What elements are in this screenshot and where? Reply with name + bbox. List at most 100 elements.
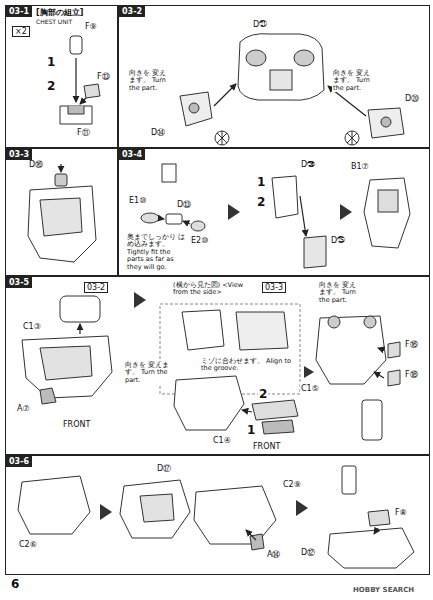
part-drawing — [294, 50, 314, 66]
part-label: D㉕ — [330, 236, 346, 245]
step-number: 03-3 — [6, 149, 32, 160]
assembly-arrow — [79, 324, 80, 334]
part-drawing — [189, 103, 199, 113]
step-title: CHEST UNIT — [36, 18, 72, 25]
instruction-note: 奥までしっかり はめ込みます。 Tightly fit the parts as… — [126, 234, 188, 271]
part-label: F⑬ — [96, 72, 111, 81]
part-label: FRONT — [252, 442, 281, 451]
part-drawing — [328, 316, 340, 328]
part-label: F⑱ — [404, 370, 419, 379]
part-label: C2⑥ — [18, 540, 38, 549]
part-drawing — [140, 494, 174, 522]
step-number: 03-4 — [119, 149, 145, 160]
step-arrow — [228, 204, 240, 220]
instruction-note: 向きを 変えます。 Turn the part. — [318, 282, 364, 304]
part-drawing — [141, 213, 159, 223]
cut-mark — [347, 131, 357, 145]
assembly-arrow — [300, 196, 306, 236]
step-panel: 03-6 — [5, 455, 430, 575]
assembly-arrow — [158, 218, 164, 219]
reference-tag: 03-2 — [84, 282, 108, 293]
part-drawing — [28, 186, 96, 262]
part-drawing — [40, 388, 56, 404]
part-drawing — [162, 164, 176, 182]
part-drawing — [166, 214, 182, 224]
part-drawing — [55, 174, 67, 186]
cut-mark — [217, 131, 227, 145]
assembly-arrow — [60, 164, 61, 172]
part-label: D㉑ — [252, 20, 268, 29]
step-arrow — [304, 366, 314, 378]
part-label: C2⑨ — [282, 480, 302, 489]
instruction-note: 向きを 変えます。 Turn the part. — [332, 70, 378, 92]
assembly-arrow — [246, 530, 256, 540]
step-number: 03-2 — [119, 6, 145, 17]
part-label: FRONT — [62, 420, 91, 429]
step-arrow — [340, 204, 352, 220]
part-label: A⑭ — [266, 550, 281, 559]
part-label: D⑯ — [28, 160, 44, 169]
part-drawing — [70, 36, 82, 54]
part-drawing — [328, 528, 414, 568]
part-drawing — [362, 400, 382, 440]
part-drawing — [345, 131, 359, 145]
part-label: F⑪ — [76, 128, 91, 137]
step-number: 1 — [256, 176, 266, 190]
part-drawing — [68, 106, 84, 114]
part-drawing — [272, 176, 298, 218]
part-drawing — [60, 106, 92, 124]
part-drawing — [270, 70, 292, 90]
part-label: E2⑩ — [190, 236, 209, 245]
part-drawing — [180, 92, 212, 126]
part-drawing — [252, 400, 298, 420]
part-label: B1⑦ — [350, 162, 370, 171]
part-drawing — [388, 370, 400, 386]
part-drawing — [194, 486, 276, 544]
assembly-arrow — [183, 221, 190, 224]
part-drawing — [364, 178, 410, 248]
instruction-note: (横から見た図) <View from the side> — [172, 282, 258, 297]
part-drawing — [368, 108, 404, 138]
part-drawing — [182, 310, 224, 350]
assembly-arrow — [214, 84, 236, 106]
step-arrow — [296, 500, 308, 516]
step-number: 1 — [46, 56, 56, 70]
step-arrow — [100, 204, 352, 520]
step-number: 2 — [258, 388, 268, 402]
cut-mark — [217, 131, 357, 145]
assembly-arrow — [242, 410, 252, 412]
step-number: 6 — [10, 578, 20, 592]
part-drawing — [120, 480, 190, 538]
part-label: E1⑩ — [128, 196, 147, 205]
part-label: F⑧ — [394, 508, 408, 517]
part-drawing — [215, 131, 229, 145]
part-drawing — [191, 221, 205, 231]
part-drawing — [316, 316, 386, 384]
part-drawing — [174, 376, 244, 430]
step-title: [胸部の組立] — [36, 7, 83, 18]
part-label: D⑳ — [404, 94, 420, 103]
part-label: D㉖ — [300, 160, 316, 169]
part-drawing — [342, 466, 356, 494]
step-number: 03-1 — [6, 6, 32, 17]
part-drawing — [388, 342, 400, 358]
part-label: F⑨ — [84, 22, 98, 31]
part-drawing — [40, 346, 92, 380]
part-drawing — [84, 84, 100, 98]
step-number: 2 — [256, 196, 266, 210]
instruction-note: 向きを 変えます。 Turn the part. — [128, 70, 174, 92]
step-panel: 03-3 — [5, 148, 118, 276]
step-number: 2 — [46, 80, 56, 94]
part-label: D⑭ — [150, 128, 166, 137]
step-arrow — [134, 292, 146, 308]
part-label: F⑯ — [404, 340, 419, 349]
part-label: D⑫ — [300, 548, 316, 557]
assembly-arrow — [80, 98, 86, 104]
reference-tag: 03-3 — [262, 282, 286, 293]
assembly-arrow — [374, 372, 384, 378]
instruction-note: ミゾに合わせます。 Align to the groove. — [200, 358, 292, 373]
reference-tag: ×2 — [12, 26, 30, 37]
part-drawing — [246, 50, 266, 66]
assembly-arrow — [374, 528, 378, 534]
assembly-arrow — [378, 348, 384, 350]
